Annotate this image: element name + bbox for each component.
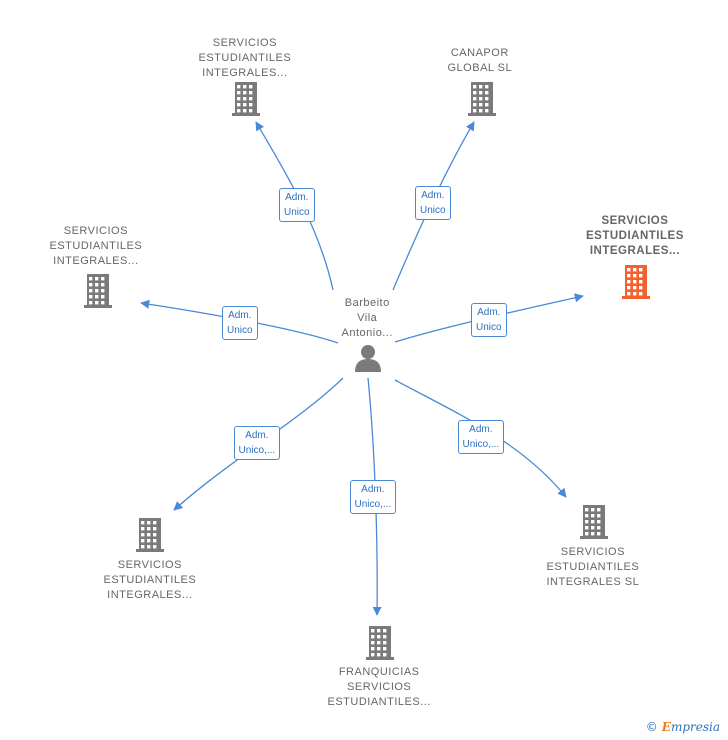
role-label-n1-line: Unico (284, 207, 310, 218)
company-name-n6-line: FRANQUICIAS (338, 666, 420, 678)
company-name-n2-line: CANAPOR (450, 47, 509, 59)
logo-initial: E (661, 720, 671, 734)
empresia-logo: ©Empresia (646, 720, 720, 734)
role-label-n4-line: Adm. (228, 310, 252, 321)
company-name-n7-line: ESTUDIANTILES (546, 561, 640, 573)
role-label-n5[interactable]: Adm. Unico,... (233, 426, 281, 460)
role-label-n2-line: Adm. (421, 190, 445, 201)
role-label-n5-line: Unico,... (238, 445, 276, 456)
company-name-n7: SERVICIOS ESTUDIANTILES INTEGRALES SL (547, 545, 640, 590)
building-icon (135, 517, 165, 558)
copyright-symbol: © (645, 720, 658, 734)
role-label-n5-line: Adm. (245, 430, 269, 441)
building-icon (231, 81, 261, 122)
role-label-n1[interactable]: Adm. Unico (279, 188, 315, 222)
company-name-n1-line: ESTUDIANTILES (198, 52, 292, 64)
logo-text: mpresia (670, 720, 720, 734)
company-name-n6-line: ESTUDIANTILES... (327, 696, 431, 708)
company-name-n3-line: SERVICIOS (601, 215, 669, 227)
company-name-n5: SERVICIOS ESTUDIANTILES INTEGRALES... (104, 558, 197, 603)
company-name-n5-line: INTEGRALES... (107, 589, 193, 601)
company-name-n4: SERVICIOS ESTUDIANTILES INTEGRALES... (50, 224, 143, 269)
company-name-n5-line: ESTUDIANTILES (103, 574, 197, 586)
role-label-n6-line: Adm. (361, 484, 385, 495)
role-label-n3-line: Unico (476, 322, 502, 333)
role-label-n7-line: Unico,... (462, 439, 500, 450)
company-name-n1: SERVICIOS ESTUDIANTILES INTEGRALES... (199, 36, 292, 81)
company-name-n7-line: INTEGRALES SL (546, 576, 640, 588)
company-name-n6-line: SERVICIOS (347, 681, 412, 693)
person-name-line: Antonio... (341, 327, 393, 339)
role-label-n6-line: Unico,... (354, 499, 392, 510)
company-name-n3-line: INTEGRALES... (589, 245, 681, 257)
company-name-n6: FRANQUICIAS SERVICIOS ESTUDIANTILES... (328, 665, 431, 710)
building-icon (83, 273, 113, 314)
role-label-n4-line: Unico (227, 325, 253, 336)
person-name-line: Vila (357, 312, 378, 324)
role-label-n6[interactable]: Adm. Unico,... (349, 480, 397, 514)
role-label-n2-line: Unico (420, 205, 446, 216)
role-label-n7[interactable]: Adm. Unico,... (457, 420, 505, 454)
company-name-n3-line: ESTUDIANTILES (586, 230, 684, 242)
building-icon (365, 625, 395, 666)
company-name-n2: CANAPOR GLOBAL SL (448, 46, 513, 76)
building-icon (467, 81, 497, 122)
company-name-n3: SERVICIOS ESTUDIANTILES INTEGRALES... (586, 214, 684, 259)
company-name-n7-line: SERVICIOS (560, 546, 625, 558)
company-name-n4-line: ESTUDIANTILES (49, 240, 143, 252)
building-icon (579, 504, 609, 545)
person-icon (353, 343, 383, 378)
company-name-n1-line: INTEGRALES... (202, 67, 288, 79)
company-name-n5-line: SERVICIOS (117, 559, 182, 571)
building-icon (621, 264, 651, 305)
role-label-n7-line: Adm. (469, 424, 493, 435)
role-label-n3-line: Adm. (477, 307, 501, 318)
person-name-line: Barbeito (344, 297, 390, 309)
role-label-n3[interactable]: Adm. Unico (471, 303, 507, 337)
role-label-n2[interactable]: Adm. Unico (415, 186, 451, 220)
company-name-n4-line: INTEGRALES... (53, 255, 139, 267)
company-name-n2-line: GLOBAL SL (447, 62, 513, 74)
company-name-n4-line: SERVICIOS (63, 225, 128, 237)
company-name-n1-line: SERVICIOS (212, 37, 277, 49)
role-label-n4[interactable]: Adm. Unico (222, 306, 258, 340)
role-label-n1-line: Adm. (285, 192, 309, 203)
